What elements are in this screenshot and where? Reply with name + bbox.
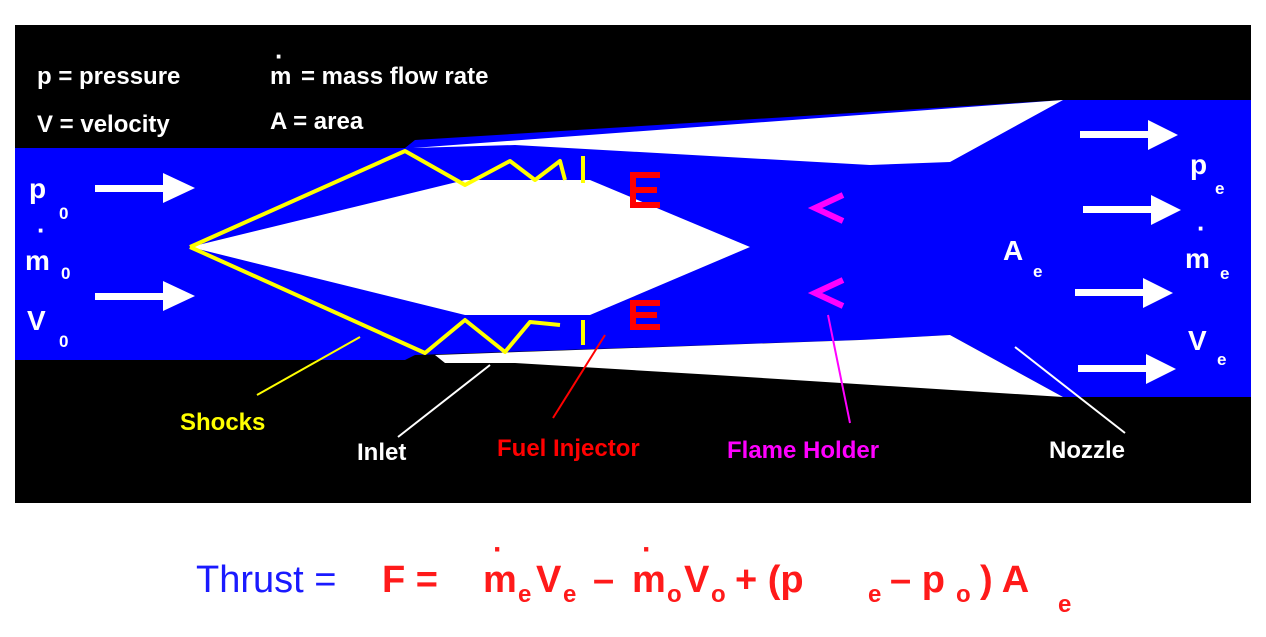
legend-mdot-symbol: m <box>270 63 292 90</box>
thrust-equation: Thrust = F = · m e V e – · m o V o + (p … <box>0 535 1266 633</box>
flame-holders <box>807 192 845 309</box>
legend-velocity: V = velocity <box>37 111 170 138</box>
exit-m-dot: · <box>1197 213 1206 243</box>
legend-area: A = area <box>270 108 364 135</box>
thrust-label: Thrust = <box>196 559 337 601</box>
inflow-m-sub: 0 <box>61 264 71 283</box>
exit-m: m <box>1185 243 1210 274</box>
exit-p: p <box>1190 149 1208 180</box>
exit-area-sub: e <box>1033 262 1043 281</box>
inlet-callout-line <box>397 364 491 438</box>
ramjet-diagram: p = pressure · m = mass flow rate V = ve… <box>15 25 1251 503</box>
p-exit-sub: e <box>868 581 882 608</box>
area-exit-sub: e <box>1058 591 1072 618</box>
v-inlet: V <box>684 559 710 601</box>
legend-mdot-dot: · <box>275 41 284 71</box>
inflow-v: V <box>27 305 46 336</box>
equation-close-area: ) A <box>980 559 1030 601</box>
exit-m-sub: e <box>1220 264 1230 283</box>
inflow-v-sub: 0 <box>59 332 69 351</box>
exit-v: V <box>1188 325 1207 356</box>
mdot-exit: m <box>483 559 517 601</box>
exit-v-sub: e <box>1217 350 1227 369</box>
shock-waves <box>189 149 585 355</box>
inflow-m: m <box>25 245 50 276</box>
inflow-m-dot: · <box>37 215 46 245</box>
label-shocks: Shocks <box>180 409 266 436</box>
legend-mass-flow: = mass flow rate <box>301 63 489 90</box>
label-fuel-injector: Fuel Injector <box>497 435 640 462</box>
exit-area: A <box>1003 235 1024 266</box>
equation-minus-p: – p <box>890 559 945 601</box>
legend-pressure: p = pressure <box>37 63 181 90</box>
p-inlet-sub: o <box>956 581 971 608</box>
inflow-arrows <box>95 173 195 311</box>
equation-minus: – <box>593 559 615 601</box>
exit-p-sub: e <box>1215 179 1225 198</box>
v-inlet-sub: o <box>711 581 726 608</box>
shocks-callout-line <box>256 336 361 396</box>
mdot-exit-sub: e <box>518 581 532 608</box>
inflow-p-sub: 0 <box>59 204 69 223</box>
label-nozzle: Nozzle <box>1049 437 1126 464</box>
fuel-injector-callout-line <box>552 334 606 419</box>
mdot-inlet-dot: · <box>642 533 652 566</box>
mdot-inlet: m <box>632 559 666 601</box>
exit-arrows <box>1075 120 1181 384</box>
equation-f: F = <box>382 559 438 601</box>
center-spike <box>190 180 750 315</box>
inflow-p: p <box>29 173 47 204</box>
ramjet-schematic <box>15 100 1251 438</box>
upper-cowl <box>413 100 1063 165</box>
label-inlet: Inlet <box>357 439 407 466</box>
mdot-inlet-sub: o <box>667 581 682 608</box>
nozzle-callout-line <box>1014 346 1126 434</box>
equation-plus-open: + (p <box>735 559 804 601</box>
label-flame-holder: Flame Holder <box>727 437 880 464</box>
flame-holder-callout-line <box>827 314 851 424</box>
mdot-exit-dot: · <box>493 533 503 566</box>
v-exit-sub: e <box>563 581 577 608</box>
v-exit: V <box>536 559 562 601</box>
lower-cowl <box>435 335 1063 397</box>
fuel-injectors <box>630 172 660 330</box>
